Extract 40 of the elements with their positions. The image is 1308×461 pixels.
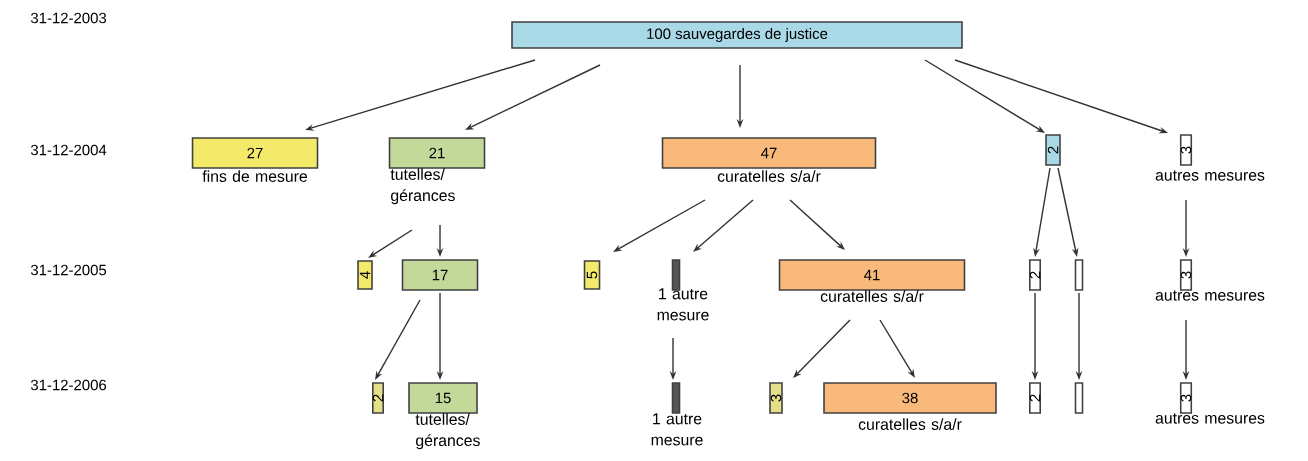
caption-text: 1 autre mesure: [657, 288, 709, 321]
number-box: 3: [769, 382, 783, 414]
bar-marker: [671, 259, 681, 291]
caption-text: 1 autre mesure: [651, 413, 703, 446]
number-box: 3: [1179, 259, 1193, 291]
number-box: 2: [372, 382, 385, 414]
number-box: 15: [408, 382, 478, 414]
bar-marker: [671, 382, 681, 414]
caption-text: tutelles/ gérances: [390, 168, 455, 205]
date-label: 31-12-2006: [30, 379, 107, 391]
arrow: [693, 199, 754, 252]
number-box: 100 sauvegardes de justice: [511, 21, 963, 49]
arrow: [789, 199, 845, 250]
number-box: 38: [823, 382, 997, 414]
caption-text: autres mesures: [1155, 170, 1265, 181]
arrow: [793, 319, 851, 378]
number-box: 17: [401, 259, 479, 291]
number-box: 3: [1179, 134, 1193, 166]
number-box: 41: [778, 259, 966, 291]
caption-text: tutelles/ gérances: [415, 413, 480, 450]
number-box: 21: [388, 137, 486, 169]
number-box: 2: [1045, 134, 1061, 166]
caption-text: curatelles s/a/r: [858, 418, 962, 430]
caption-text: curatelles s/a/r: [820, 290, 924, 302]
number-box: 2: [1029, 382, 1041, 414]
caption-text: autres mesures: [1155, 290, 1265, 301]
caption-text: autres mesures: [1155, 413, 1265, 424]
date-label: 31-12-2005: [30, 264, 107, 276]
number-box: 4: [357, 260, 373, 290]
bar-marker: [1074, 382, 1084, 414]
date-label: 31-12-2004: [30, 144, 107, 156]
number-box: 5: [583, 260, 601, 290]
caption-text: curatelles s/a/r: [717, 170, 821, 182]
caption-text: fins de mesure: [202, 170, 308, 182]
number-box: 27: [191, 137, 319, 169]
number-box: 3: [1179, 382, 1193, 414]
bar-marker: [1074, 259, 1084, 291]
number-box: 47: [661, 137, 877, 169]
date-label: 31-12-2003: [30, 12, 107, 24]
number-box: 2: [1029, 259, 1041, 291]
